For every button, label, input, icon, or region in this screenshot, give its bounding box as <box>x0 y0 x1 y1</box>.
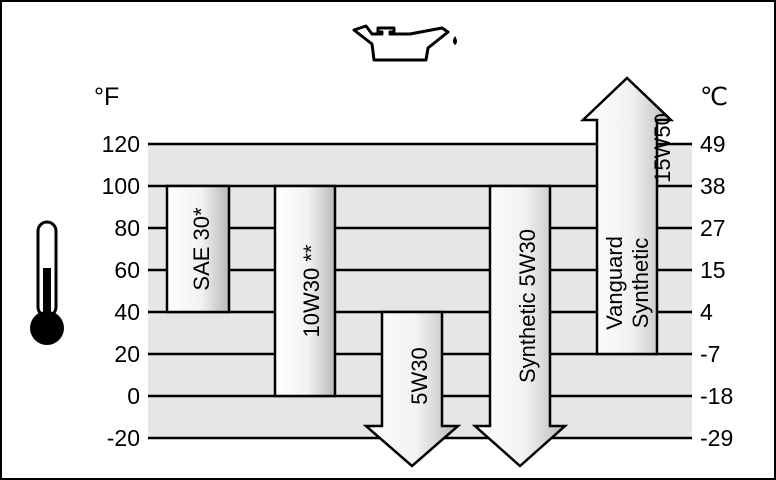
oil-range-shape <box>165 184 231 314</box>
celsius-tick-label: 15 <box>700 257 726 283</box>
celsius-tick-label: 38 <box>700 173 726 199</box>
oil-bar-sublabel: Vanguard <box>602 236 627 330</box>
oil-range-shape <box>471 184 569 468</box>
oil-bars: SAE 30* 10W30 ** 5W30 Synthetic 5W30 Vanguar… <box>165 76 675 468</box>
oil-bar-label: 5W30 <box>407 347 432 404</box>
fahrenheit-tick-label: -20 <box>107 425 140 451</box>
fahrenheit-tick-label: 60 <box>114 257 140 283</box>
oil-range-shape <box>273 184 337 398</box>
celsius-tick-label: 4 <box>700 299 713 325</box>
thermometer-icon <box>30 220 64 345</box>
fahrenheit-unit-label: °F <box>94 83 119 111</box>
celsius-tick-label: -18 <box>700 383 733 409</box>
oil-bar: SAE 30* <box>165 184 231 314</box>
oil-bar-label: SAE 30* <box>189 207 214 291</box>
fahrenheit-axis: 120 100 80 60 40 20 0 -20 <box>102 131 140 451</box>
oil-bar-label: 15W50 <box>650 113 675 183</box>
oil-bar: 5W30 <box>362 310 462 468</box>
celsius-tick-label: -7 <box>700 341 720 367</box>
fahrenheit-tick-label: 40 <box>114 299 140 325</box>
oil-bar-sublabel: Synthetic <box>628 238 653 329</box>
fahrenheit-tick-label: 20 <box>114 341 140 367</box>
fahrenheit-tick-label: 0 <box>127 383 140 409</box>
fahrenheit-tick-label: 100 <box>102 173 140 199</box>
oil-bar: 10W30 ** <box>273 184 337 398</box>
oil-can-icon <box>352 24 457 62</box>
oil-range-shape <box>362 310 462 468</box>
oil-bar-label: Synthetic 5W30 <box>515 229 540 383</box>
oil-range-shape <box>579 76 675 356</box>
oil-bar: Synthetic 5W30 <box>471 184 569 468</box>
fahrenheit-tick-label: 80 <box>114 215 140 241</box>
celsius-tick-label: 49 <box>700 131 726 157</box>
celsius-unit-label: ℃ <box>700 83 728 111</box>
fahrenheit-tick-label: 120 <box>102 131 140 157</box>
celsius-tick-label: 27 <box>700 215 726 241</box>
celsius-tick-label: -29 <box>700 425 733 451</box>
celsius-axis: 49 38 27 15 4 -7 -18 -29 <box>700 131 733 451</box>
oil-bar-label: 10W30 ** <box>299 244 324 337</box>
